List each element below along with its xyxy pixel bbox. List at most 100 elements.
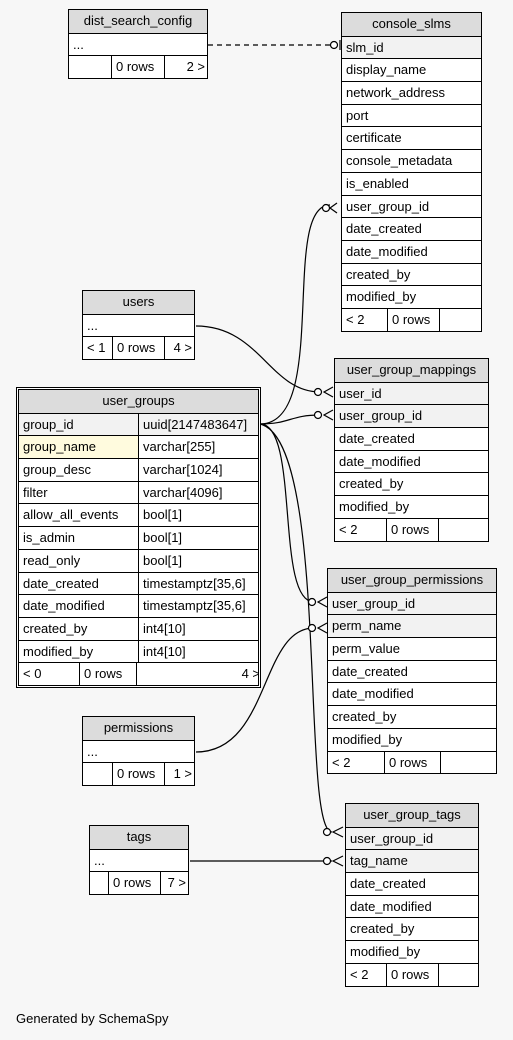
column-row[interactable]: network_address: [342, 81, 481, 104]
column-name: user_group_id: [332, 595, 416, 611]
column-row[interactable]: user_group_id: [346, 826, 478, 850]
children-link[interactable]: [439, 964, 478, 986]
parents-link[interactable]: [90, 872, 109, 895]
column-row[interactable]: date_created: [346, 872, 478, 895]
column-row[interactable]: ...: [83, 313, 194, 337]
row-count: 0 rows: [113, 337, 165, 360]
table-title: permissions: [83, 717, 194, 740]
edge-user-groups-to-user-group-tags: [259, 423, 333, 833]
column-row[interactable]: created_by: [335, 472, 488, 495]
row-count: 0 rows: [388, 308, 440, 331]
children-link[interactable]: 1 >: [173, 766, 192, 782]
column-name: tag_name: [350, 853, 408, 869]
column-row[interactable]: modified_by: [346, 940, 478, 963]
column-row[interactable]: ...: [69, 32, 207, 56]
parents-link[interactable]: < 2: [346, 963, 387, 986]
column-row[interactable]: display_name: [342, 58, 481, 81]
column-row[interactable]: date_modified: [335, 449, 488, 473]
column-name: modified_by: [346, 289, 417, 305]
column-name: certificate: [346, 130, 402, 146]
column-row[interactable]: perm_value: [328, 637, 496, 660]
children-link[interactable]: 2 >: [186, 59, 205, 75]
column-name: read_only: [19, 549, 139, 572]
column-row[interactable]: user_group_id: [328, 591, 496, 615]
column-row[interactable]: date_created: [328, 659, 496, 683]
column-row[interactable]: slm_id: [342, 35, 481, 59]
table-title: dist_search_config: [69, 10, 207, 33]
column-row[interactable]: date_modified: [342, 239, 481, 263]
row-count: 0 rows: [112, 56, 165, 79]
column-row[interactable]: perm_name: [328, 614, 496, 638]
parents-link[interactable]: < 2: [342, 308, 388, 331]
column-row[interactable]: ...: [90, 848, 188, 872]
column-row[interactable]: ...: [83, 739, 194, 763]
column-type: bool[1]: [143, 530, 183, 546]
column-row[interactable]: modified_by: [328, 727, 496, 751]
children-link[interactable]: 4 >: [173, 340, 192, 356]
column-row[interactable]: modified_by: [342, 285, 481, 308]
column-row[interactable]: port: [342, 103, 481, 127]
children-link[interactable]: 4 >: [241, 666, 258, 682]
column-row[interactable]: console_metadata: [342, 149, 481, 172]
generated-by-label: Generated by SchemaSpy: [16, 1011, 169, 1026]
column-row[interactable]: date_created: [342, 217, 481, 240]
children-link[interactable]: [440, 309, 481, 331]
column-row[interactable]: user_group_id: [335, 404, 488, 428]
parents-link[interactable]: < 2: [328, 751, 385, 774]
column-row[interactable]: user_group_id: [342, 194, 481, 218]
parents-link[interactable]: [83, 763, 113, 786]
column-row[interactable]: created_by: [342, 262, 481, 286]
parents-link[interactable]: < 2: [335, 518, 387, 541]
column-row[interactable]: date_modified: [328, 682, 496, 705]
table-dist-search-config[interactable]: dist_search_config...0 rows 2 >: [68, 9, 208, 80]
parents-link[interactable]: < 0: [19, 663, 80, 685]
column-name: date_modified: [350, 898, 432, 914]
column-name: ...: [87, 317, 98, 333]
column-row[interactable]: certificate: [342, 126, 481, 149]
column-type: timestamptz[35,6]: [143, 598, 246, 614]
column-name: perm_name: [332, 618, 402, 634]
column-name: slm_id: [346, 39, 384, 55]
column-row[interactable]: created_by: [328, 705, 496, 728]
column-row[interactable]: is_enabled: [342, 171, 481, 195]
edge-marker-many: [328, 202, 338, 214]
column-name: group_name: [19, 436, 139, 459]
column-row[interactable]: date_created: [335, 427, 488, 450]
children-link[interactable]: 7 >: [167, 875, 186, 891]
children-link[interactable]: [439, 519, 488, 541]
parents-link[interactable]: [69, 56, 112, 79]
column-type: bool[1]: [143, 507, 183, 523]
column-row[interactable]: created_by: [346, 917, 478, 940]
column-row[interactable]: modified_by: [335, 495, 488, 518]
column-row[interactable]: tag_name: [346, 849, 478, 873]
column-row[interactable]: user_id: [335, 381, 488, 405]
children-link[interactable]: [441, 752, 496, 774]
parents-link[interactable]: < 1: [83, 337, 113, 360]
column-row[interactable]: date_modified: [346, 894, 478, 918]
edge-marker-zero: [322, 827, 332, 837]
column-name: display_name: [346, 62, 427, 78]
